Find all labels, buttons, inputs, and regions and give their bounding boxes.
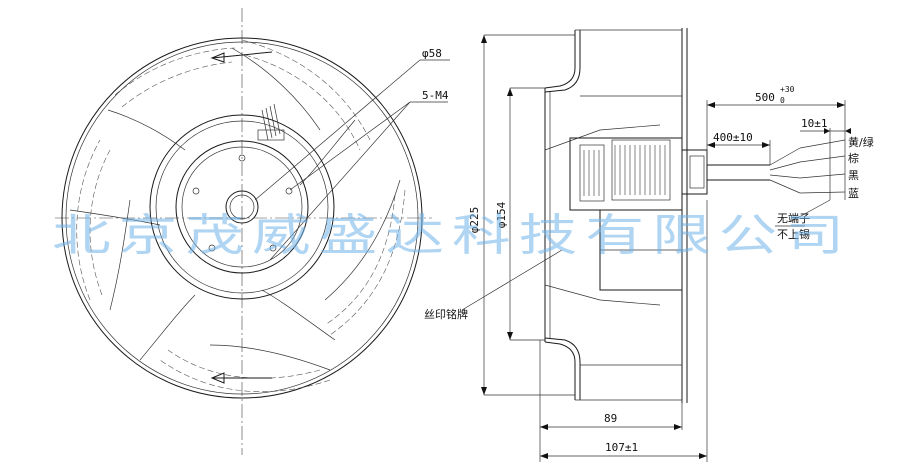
rotation-arrow-bottom: [210, 372, 272, 384]
label-10: 10±1: [801, 117, 828, 130]
wire-blue: 蓝: [848, 187, 859, 200]
leader-5-m4: [269, 101, 411, 261]
cable: [707, 139, 846, 194]
company-watermark: 北京茂威盛达科技有限公司: [52, 210, 852, 261]
center-hole-inner: [229, 194, 255, 220]
hub-ring-4: [181, 146, 303, 268]
shroud-top: [544, 30, 576, 89]
label-5-m4: 5-M4: [422, 89, 449, 102]
front-view: [55, 8, 450, 455]
impeller-blades: [69, 39, 406, 392]
label-nameplate: 丝印铭牌: [424, 307, 468, 321]
side-view: [461, 28, 851, 462]
note-no-terminal: 无端子: [777, 212, 810, 225]
label-89: 89: [604, 412, 617, 425]
shroud-bottom: [544, 341, 576, 400]
wire-exit: [257, 103, 285, 141]
label-500-tol-upper: +30: [780, 85, 795, 94]
leader-phi58: [254, 59, 421, 201]
hub-ring-2: [155, 120, 329, 294]
impeller-outer-ring: [61, 37, 423, 399]
wire-black: 黑: [848, 169, 859, 182]
label-107: 107±1: [605, 441, 638, 454]
impeller-outer-ring-inner: [65, 41, 419, 395]
motor-body: [569, 137, 708, 291]
label-phi154: φ154: [495, 201, 508, 228]
label-500: 500: [755, 91, 775, 104]
center-hole: [225, 190, 259, 224]
note-no-tin: 不上锡: [777, 227, 810, 241]
label-400: 400±10: [713, 131, 753, 144]
label-500-tol-lower: 0: [780, 96, 785, 105]
wire-brown: 棕: [848, 151, 859, 165]
leader-nameplate: [461, 249, 563, 311]
screw-holes: [192, 154, 293, 252]
label-phi225: φ225: [468, 207, 481, 234]
label-phi58: φ58: [422, 47, 442, 60]
rotation-arrow-top: [210, 51, 273, 63]
hub-ring-outer: [149, 114, 335, 300]
wire-yellow-green: 黄/绿: [848, 135, 874, 149]
hub-ring-3: [175, 140, 309, 274]
